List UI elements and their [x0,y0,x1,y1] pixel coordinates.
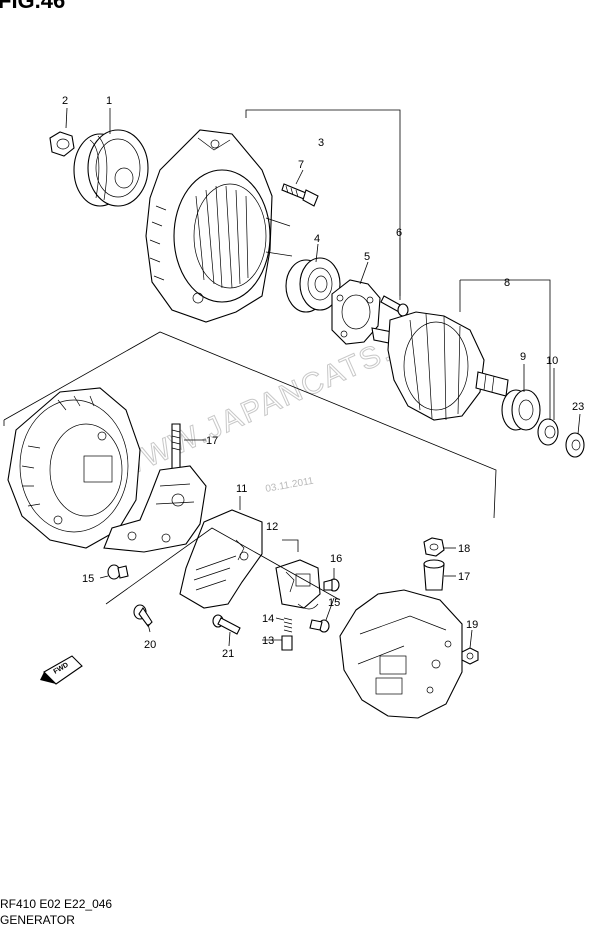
callout-10: 10 [546,355,558,367]
terminal-nut-icon [423,537,445,557]
regulator-icon [275,559,321,610]
callout-12: 12 [266,521,278,533]
terminal-bolt-icon [171,423,181,471]
callout-19: 18 [458,543,470,555]
group-bracket-lower [105,527,341,605]
callout-21: 20 [144,639,156,651]
date-stamp: 03.11.2011 [265,476,315,495]
callout-13: 13 [262,635,274,647]
nut-icon [49,131,75,157]
callout-22: 21 [222,648,234,660]
callout-16: 16 [330,553,342,565]
screw-icon [309,619,330,633]
group-bracket-12 [282,539,299,552]
brush-holder-icon [179,509,263,609]
spring-icon [283,617,293,633]
callout-20: 19 [466,619,478,631]
callout-8: 8 [504,277,510,289]
screw-icon [107,564,129,580]
callout-3: 3 [318,137,324,149]
washer-icon [565,432,585,458]
callout-15-left: 15 [82,573,94,585]
screw-icon [323,578,340,592]
cover-icon [339,589,463,719]
direction-arrow-icon: FWD [40,655,83,685]
spacer-icon [537,418,559,446]
brush-icon [281,635,293,651]
screw-icon [212,614,241,635]
group-bracket-8 [459,279,551,420]
spacer-icon [423,559,445,591]
group-bracket-3 [245,109,401,300]
front-housing-icon [145,129,293,323]
rotor-icon [371,311,509,421]
callout-4: 4 [314,233,320,245]
bearing-icon [501,389,541,431]
pulley-icon [73,129,149,207]
callout-5: 5 [364,251,370,263]
footer-section: GENERATOR [0,913,75,927]
screw-icon [133,604,153,627]
nut-icon [461,647,479,665]
retainer-plate-icon [331,279,381,345]
callout-2: 2 [62,95,68,107]
footer-model-code: RF410 E02 E22_046 [0,897,113,911]
callout-23: 23 [572,401,584,413]
callout-7: 7 [298,159,304,171]
callout-15-right: 15 [328,597,340,609]
rear-housing-icon [7,387,141,549]
group-bracket-rear-assembly [3,331,497,519]
callout-17: 17 [206,435,218,447]
rectifier-icon [103,465,207,553]
figure-title: FIG.46 [0,0,65,13]
screw-icon [380,295,409,317]
callout-11: 11 [236,483,247,495]
callout-6: 6 [396,227,402,239]
callout-18: 17 [458,571,470,583]
stud-bolt-icon [281,183,319,207]
callout-14: 14 [262,613,274,625]
callout-9: 9 [520,351,526,363]
callout-1: 1 [106,95,112,107]
bearing-icon [285,257,341,313]
